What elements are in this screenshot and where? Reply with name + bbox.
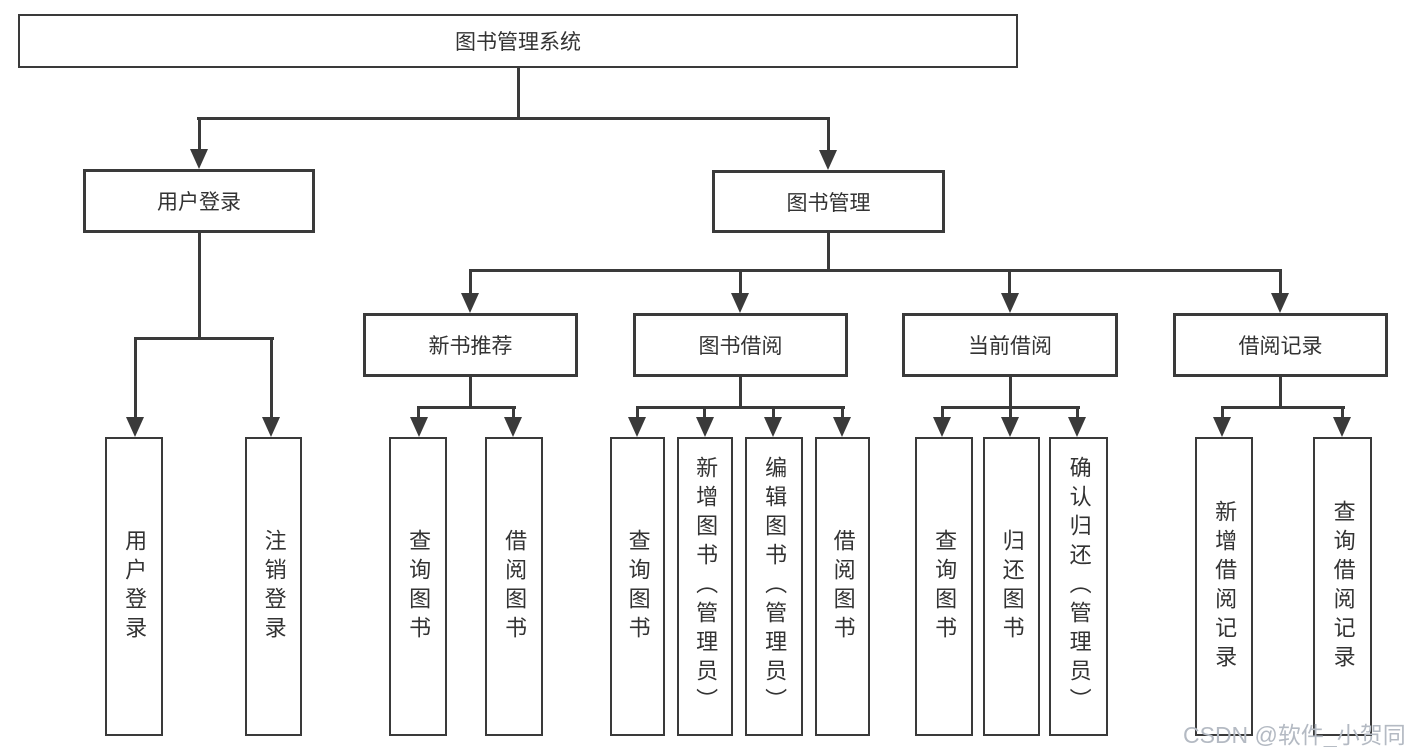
node-label: 图书管理系统 [455,31,581,54]
leaf-label: 注销登录 [261,528,287,645]
leaf-label: 用户登录 [122,528,148,645]
edge-user-login-split [134,337,274,340]
edge-user-login-trunk [198,233,201,340]
edge-records-split [1221,406,1345,409]
arrowhead-down [833,417,851,437]
leaf-label: 编辑图书（管理员） [762,456,788,717]
edge-to-leaf [636,406,639,420]
arrowhead-down [126,417,144,437]
edge-to-leaf [841,406,844,420]
edge-to-level3 [1008,269,1011,296]
node-label: 借阅记录 [1238,335,1323,358]
edge-book-management-trunk [827,233,830,272]
arrowhead-down [1001,417,1019,437]
leaf-logout: 注销登录 [245,437,302,736]
edge-to-user-login [198,117,201,151]
edge-to-level3 [469,269,472,296]
arrowhead-down [764,417,782,437]
edge-to-leaf [941,406,944,420]
leaf-label: 归还图书 [999,528,1025,645]
node-root: 图书管理系统 [18,14,1018,68]
node-new-book-recommend: 新书推荐 [363,313,578,377]
leaf-label: 查询图书 [932,528,958,645]
watermark: CSDN @软件_小贺同学 [1183,722,1405,747]
edge-recommend-trunk [469,377,472,408]
node-book-management: 图书管理 [712,170,945,233]
leaf-edit-book-admin: 编辑图书（管理员） [745,437,803,736]
leaf-label: 新增图书（管理员） [693,456,719,717]
leaf-borrow-books-recommend: 借阅图书 [485,437,543,736]
arrowhead-down [1271,293,1289,313]
node-user-login: 用户登录 [83,169,315,233]
leaf-add-borrow-record: 新增借阅记录 [1195,437,1253,736]
leaf-confirm-return-admin: 确认归还（管理员） [1049,437,1108,736]
leaf-return-book: 归还图书 [983,437,1040,736]
leaf-borrow-books: 借阅图书 [815,437,870,736]
edge-to-leaf [1076,406,1079,420]
leaf-query-borrow-record: 查询借阅记录 [1313,437,1372,736]
node-label: 用户登录 [157,191,241,214]
edge-recommend-split [417,406,516,409]
arrowhead-down [933,417,951,437]
edge-to-leaf [512,406,515,420]
edge-to-leaf [1009,406,1012,420]
leaf-label: 查询图书 [625,528,651,645]
arrowhead-down [504,417,522,437]
edge-to-leaf [134,337,137,419]
leaf-query-books-recommend: 查询图书 [389,437,447,736]
edge-records-trunk [1279,377,1282,408]
leaf-label: 确认归还（管理员） [1066,456,1092,717]
edge-to-leaf [1341,406,1344,420]
arrowhead-down [819,150,837,170]
edge-to-leaf [703,406,706,420]
node-label: 新书推荐 [428,335,513,358]
node-book-borrowing: 图书借阅 [633,313,848,377]
arrowhead-down [410,417,428,437]
node-current-borrowing: 当前借阅 [902,313,1118,377]
leaf-label: 新增借阅记录 [1212,499,1238,674]
edge-to-leaf [417,406,420,420]
edge-root-trunk [517,66,520,120]
edge-to-level3 [1279,269,1282,296]
edge-borrowing-trunk [739,377,742,408]
leaf-user-login: 用户登录 [105,437,163,736]
arrowhead-down [461,293,479,313]
node-label: 当前借阅 [968,335,1052,358]
edge-to-leaf [1221,406,1224,420]
edge-to-level3 [739,269,742,296]
node-borrowing-records: 借阅记录 [1173,313,1388,377]
leaf-label: 借阅图书 [502,528,528,645]
edge-current-trunk [1009,377,1012,408]
edge-to-leaf [772,406,775,420]
arrowhead-down [628,417,646,437]
edge-borrowing-split [636,406,845,409]
arrowhead-down [1213,417,1231,437]
node-label: 图书借阅 [698,335,783,358]
edge-book-management-split [469,269,1282,272]
arrowhead-down [262,417,280,437]
leaf-label: 查询借阅记录 [1330,499,1356,674]
edge-to-leaf [270,337,273,419]
arrowhead-down [190,149,208,169]
arrowhead-down [1333,417,1351,437]
arrowhead-down [731,293,749,313]
leaf-query-books-current: 查询图书 [915,437,973,736]
arrowhead-down [1068,417,1086,437]
leaf-label: 查询图书 [406,528,432,645]
leaf-label: 借阅图书 [830,528,856,645]
leaf-add-book-admin: 新增图书（管理员） [677,437,733,736]
leaf-query-books-borrowing: 查询图书 [610,437,665,736]
node-label: 图书管理 [786,191,871,215]
edge-root-split [197,117,830,120]
arrowhead-down [696,417,714,437]
arrowhead-down [1001,293,1019,313]
edge-to-book-management [827,117,830,152]
